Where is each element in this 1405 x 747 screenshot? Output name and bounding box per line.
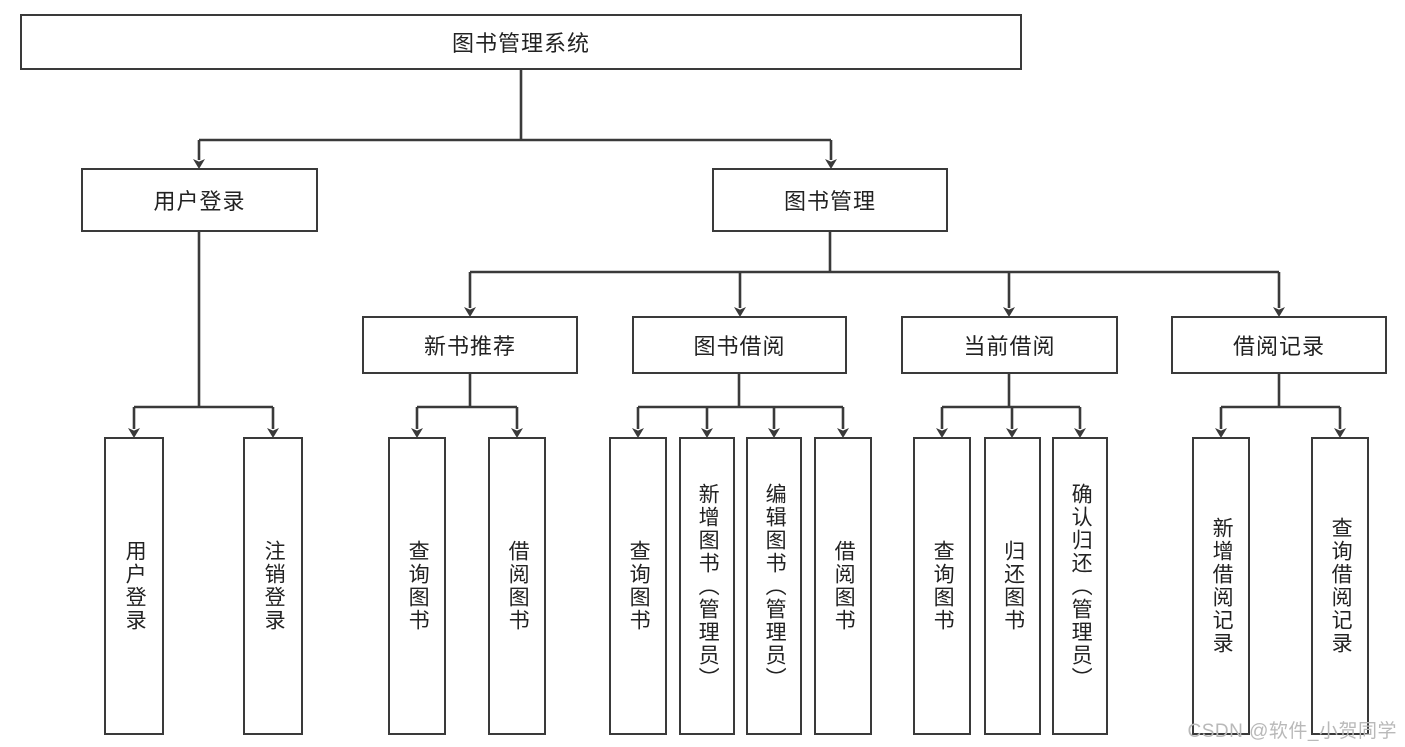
node-leaf-add-record[interactable]: 新增借阅记录: [1192, 437, 1250, 735]
node-book-borrow[interactable]: 图书借阅: [632, 316, 847, 374]
node-leaf-query-book-2[interactable]: 查询图书: [609, 437, 667, 735]
node-leaf-query-record-label: 查询借阅记录: [1329, 517, 1353, 655]
node-leaf-logout[interactable]: 注销登录: [243, 437, 303, 735]
node-leaf-borrow-book-2-label: 借阅图书: [832, 540, 856, 632]
node-current-borrow-label: 当前借阅: [963, 334, 1056, 359]
node-leaf-query-book-1[interactable]: 查询图书: [388, 437, 446, 735]
node-leaf-confirm-return[interactable]: 确认归还（管理员）: [1052, 437, 1108, 735]
watermark: CSDN @软件_小贺同学: [1187, 721, 1397, 742]
node-borrow-record-label: 借阅记录: [1232, 334, 1325, 359]
node-leaf-borrow-book-1[interactable]: 借阅图书: [488, 437, 546, 735]
node-root-label: 图书管理系统: [451, 31, 590, 56]
node-leaf-return-book[interactable]: 归还图书: [984, 437, 1041, 735]
node-leaf-query-book-3-label: 查询图书: [931, 540, 955, 632]
node-current-borrow[interactable]: 当前借阅: [901, 316, 1118, 374]
node-leaf-return-book-label: 归还图书: [1001, 540, 1025, 632]
node-leaf-borrow-book-1-label: 借阅图书: [506, 540, 530, 632]
node-leaf-edit-book-label: 编辑图书（管理员）: [763, 482, 787, 690]
node-leaf-logout-label: 注销登录: [262, 540, 286, 632]
node-leaf-query-book-2-label: 查询图书: [627, 540, 651, 632]
node-book-manage[interactable]: 图书管理: [712, 168, 948, 232]
node-leaf-confirm-return-label: 确认归还（管理员）: [1069, 482, 1093, 690]
node-leaf-user-login[interactable]: 用户登录: [104, 437, 164, 735]
node-borrow-record[interactable]: 借阅记录: [1171, 316, 1387, 374]
node-book-manage-label: 图书管理: [783, 189, 876, 214]
node-root[interactable]: 图书管理系统: [20, 14, 1022, 70]
node-leaf-add-book[interactable]: 新增图书（管理员）: [679, 437, 735, 735]
node-user-login[interactable]: 用户登录: [81, 168, 318, 232]
node-leaf-query-book-3[interactable]: 查询图书: [913, 437, 971, 735]
node-leaf-query-record[interactable]: 查询借阅记录: [1311, 437, 1369, 735]
node-leaf-user-login-label: 用户登录: [123, 540, 147, 632]
node-new-book-rec[interactable]: 新书推荐: [362, 316, 578, 374]
node-new-book-rec-label: 新书推荐: [423, 334, 516, 359]
node-book-borrow-label: 图书借阅: [693, 334, 786, 359]
node-leaf-add-book-label: 新增图书（管理员）: [696, 482, 720, 690]
node-user-login-label: 用户登录: [153, 189, 246, 214]
node-leaf-borrow-book-2[interactable]: 借阅图书: [814, 437, 872, 735]
node-leaf-edit-book[interactable]: 编辑图书（管理员）: [746, 437, 802, 735]
node-leaf-query-book-1-label: 查询图书: [406, 540, 430, 632]
node-leaf-add-record-label: 新增借阅记录: [1210, 517, 1234, 655]
